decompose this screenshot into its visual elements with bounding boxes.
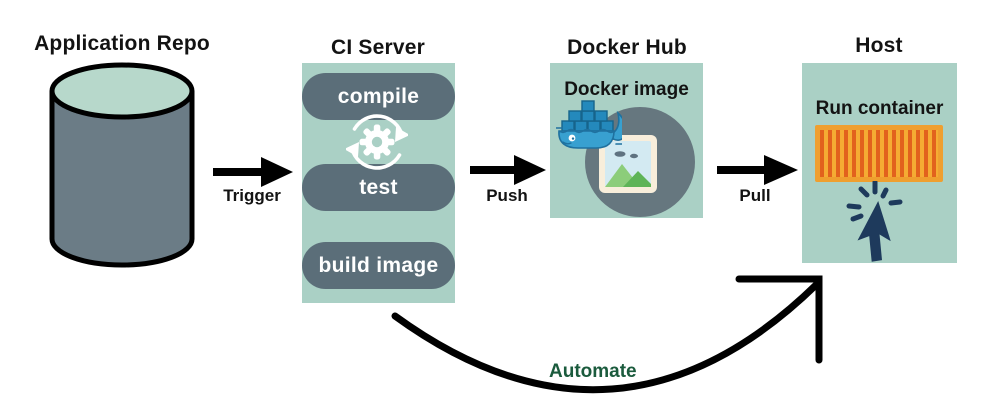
ci-step-compile: compile xyxy=(302,73,455,120)
gear-sync-icon xyxy=(346,114,408,170)
pull-arrow-label: Pull xyxy=(739,186,771,205)
docker-image-label: Docker image xyxy=(564,79,689,100)
pull-arrow-icon xyxy=(717,155,798,185)
repo-title: Application Repo xyxy=(34,32,210,55)
docker-hub-panel: Docker image xyxy=(550,63,703,218)
database-cylinder-icon xyxy=(49,62,195,268)
ci-server-title: CI Server xyxy=(330,36,426,59)
automate-arrow-label: Automate xyxy=(549,361,637,382)
ci-server-panel: compile test build image xyxy=(302,63,455,303)
docker-hub-title: Docker Hub xyxy=(567,36,687,59)
image-icon xyxy=(599,135,657,193)
ci-step-build-image: build image xyxy=(302,242,455,289)
ci-step-test: test xyxy=(302,164,455,211)
host-panel: Run container xyxy=(802,63,957,263)
shipping-container-icon xyxy=(815,125,943,182)
host-title: Host xyxy=(855,34,903,57)
run-container-label: Run container xyxy=(815,98,944,119)
docker-whale-icon xyxy=(556,100,622,149)
trigger-arrow-label: Trigger xyxy=(223,186,281,205)
cursor-click-icon xyxy=(846,181,903,262)
push-arrow-icon xyxy=(470,155,546,185)
trigger-arrow-icon xyxy=(213,157,293,187)
push-arrow-label: Push xyxy=(486,186,528,205)
